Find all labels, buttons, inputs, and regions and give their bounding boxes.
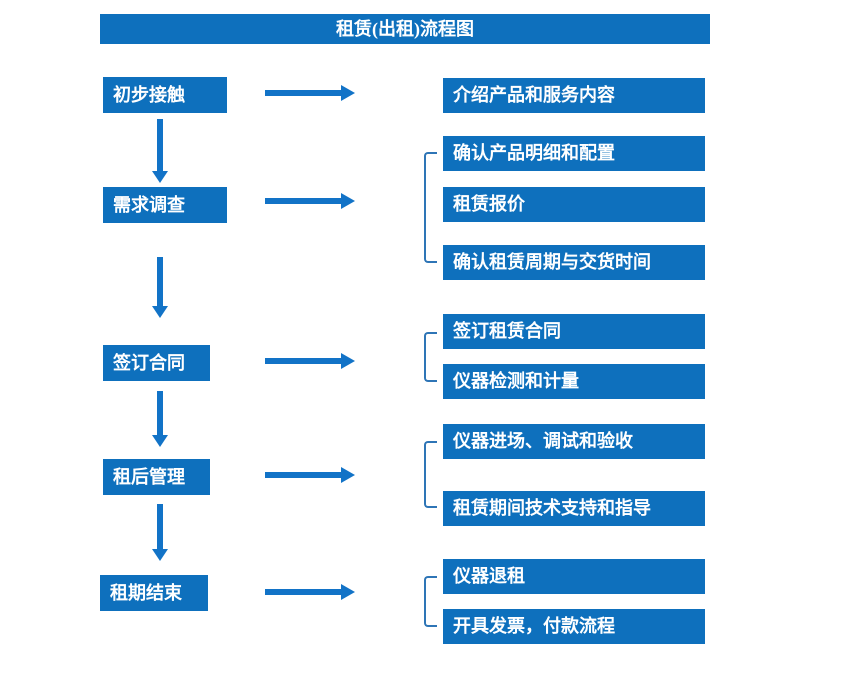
detail-box-rental-quote: 租赁报价: [443, 187, 705, 222]
detail-box-confirm-period: 确认租赁周期与交货时间: [443, 245, 705, 280]
flow-arrow-right: [265, 353, 355, 369]
detail-box-instrument-return: 仪器退租: [443, 559, 705, 594]
flow-arrow-right: [265, 85, 355, 101]
bracket-rental-end: [424, 576, 437, 627]
stage-box-rental-end: 租期结束: [100, 575, 208, 611]
detail-box-invoice-payment: 开具发票，付款流程: [443, 609, 705, 644]
flow-arrow-right: [265, 584, 355, 600]
detail-box-instrument-entry: 仪器进场、调试和验收: [443, 424, 705, 459]
stage-box-post-rental: 租后管理: [103, 459, 210, 495]
bracket-demand-survey: [424, 152, 437, 263]
detail-box-confirm-details: 确认产品明细和配置: [443, 136, 705, 171]
detail-box-intro-products: 介绍产品和服务内容: [443, 78, 705, 113]
flow-arrow-right: [265, 193, 355, 209]
stage-box-sign-contract: 签订合同: [103, 345, 210, 381]
detail-box-tech-support: 租赁期间技术支持和指导: [443, 491, 705, 526]
detail-box-instrument-check: 仪器检测和计量: [443, 364, 705, 399]
detail-box-sign-lease: 签订租赁合同: [443, 314, 705, 349]
stage-box-demand-survey: 需求调查: [103, 187, 227, 223]
bracket-post-rental: [424, 441, 437, 508]
stage-box-initial-contact: 初步接触: [103, 77, 227, 113]
flow-title: 租赁(出租)流程图: [100, 14, 710, 44]
flow-arrow-right: [265, 467, 355, 483]
bracket-sign-contract: [424, 332, 437, 382]
